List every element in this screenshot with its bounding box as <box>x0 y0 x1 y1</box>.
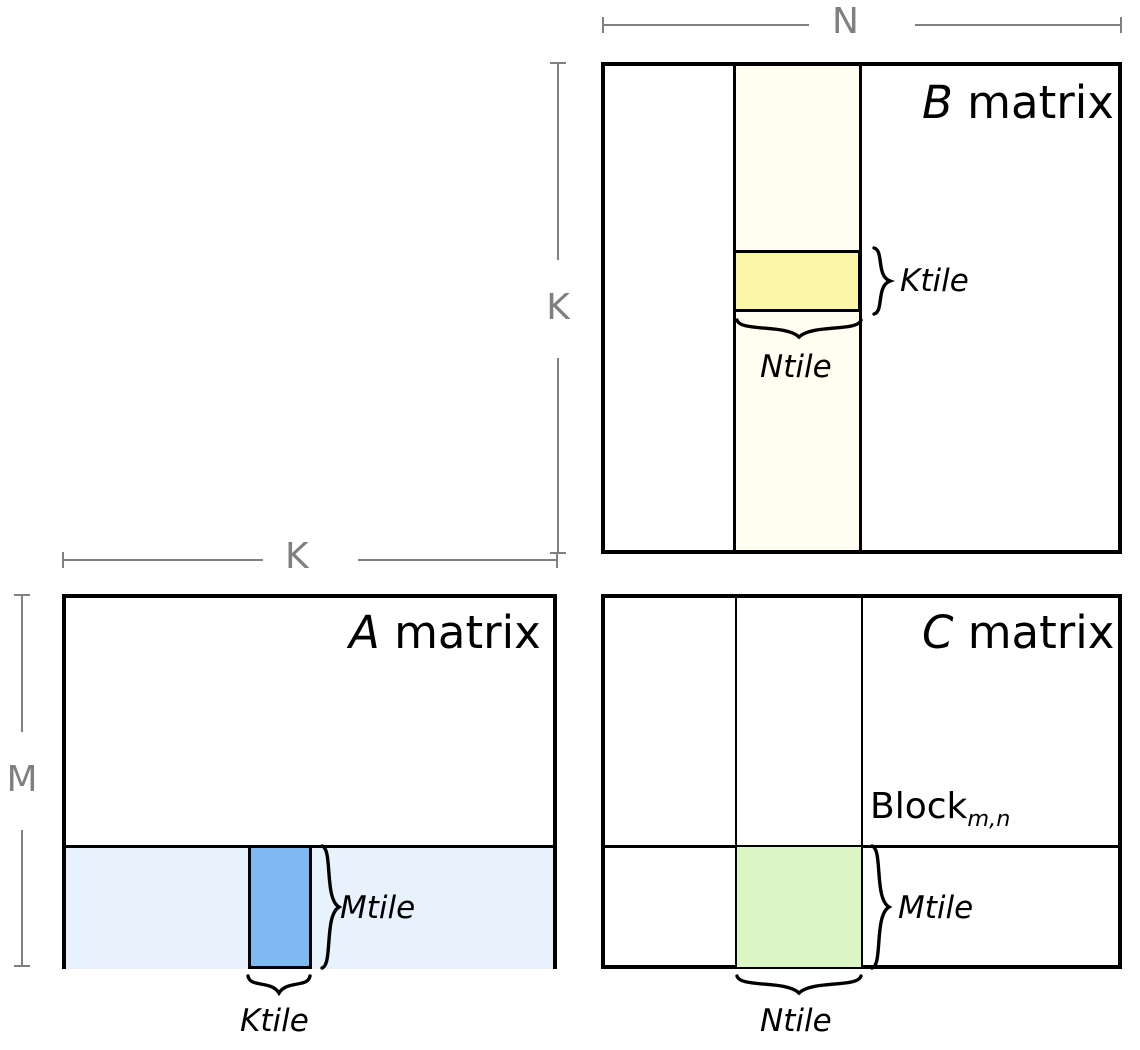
c-matrix-name-var: C <box>922 606 954 659</box>
b-matrix-name-var: B <box>922 76 953 129</box>
a-matrix-box <box>62 594 557 969</box>
a-matrix-name-suffix: matrix <box>379 606 541 659</box>
dim-segment-right <box>915 24 1121 26</box>
a-matrix-ktile-tile <box>248 845 312 969</box>
dim-segment-top <box>557 63 559 260</box>
b-ntile-brace <box>735 318 863 340</box>
a-ktile-label: Ktile <box>240 1003 309 1039</box>
a-matrix-title: A matrix <box>349 610 541 655</box>
c-matrix-title: C matrix <box>922 610 1114 655</box>
b-ktile-brace <box>872 246 896 316</box>
dim-cap-right <box>556 552 558 568</box>
b-matrix-name-suffix: matrix <box>952 76 1114 129</box>
dimension-label-k-horizontal: K <box>285 536 309 577</box>
dim-cap-bottom <box>14 965 30 967</box>
a-mtile-brace <box>320 844 343 970</box>
dimension-label-n: N <box>832 1 859 42</box>
c-block-label: Blockm,n <box>870 789 1010 831</box>
dimension-label-k-vertical: K <box>546 287 570 328</box>
a-matrix-name-var: A <box>349 606 380 659</box>
dim-segment-bottom <box>557 358 559 553</box>
dimension-rule-n: N <box>602 4 1122 40</box>
dim-segment-right <box>358 559 556 561</box>
dim-segment-left <box>63 559 263 561</box>
c-block-label-text: Block <box>870 786 968 827</box>
a-mtile-label: Mtile <box>340 890 416 926</box>
c-matrix-box <box>601 594 1122 969</box>
dim-segment-top <box>21 595 23 732</box>
b-matrix-title: B matrix <box>922 80 1114 125</box>
dimension-rule-m: M <box>6 594 38 968</box>
b-matrix-box <box>601 62 1122 554</box>
dimension-label-m: M <box>6 759 38 800</box>
c-band-divider-left <box>735 598 737 965</box>
b-ktile-label: Ktile <box>900 263 969 299</box>
b-ntile-label: Ntile <box>760 349 832 385</box>
c-matrix-block-tile <box>735 845 863 969</box>
c-mtile-label: Mtile <box>898 890 974 926</box>
b-matrix-ktile-tile <box>733 250 861 312</box>
dimension-rule-k-horizontal: K <box>62 539 558 575</box>
c-matrix-name-suffix: matrix <box>953 606 1115 659</box>
dim-segment-bottom <box>21 830 23 966</box>
c-ntile-brace <box>735 974 863 996</box>
c-mtile-brace <box>870 844 893 970</box>
dim-cap-right <box>1120 17 1122 33</box>
dim-cap-bottom <box>550 552 566 554</box>
c-ntile-label: Ntile <box>760 1003 832 1039</box>
dim-segment-left <box>603 24 809 26</box>
c-band-divider-right <box>861 598 863 965</box>
a-ktile-brace <box>246 974 312 997</box>
dimension-rule-k-vertical: K <box>546 62 570 554</box>
c-block-label-subscript: m,n <box>967 806 1011 833</box>
